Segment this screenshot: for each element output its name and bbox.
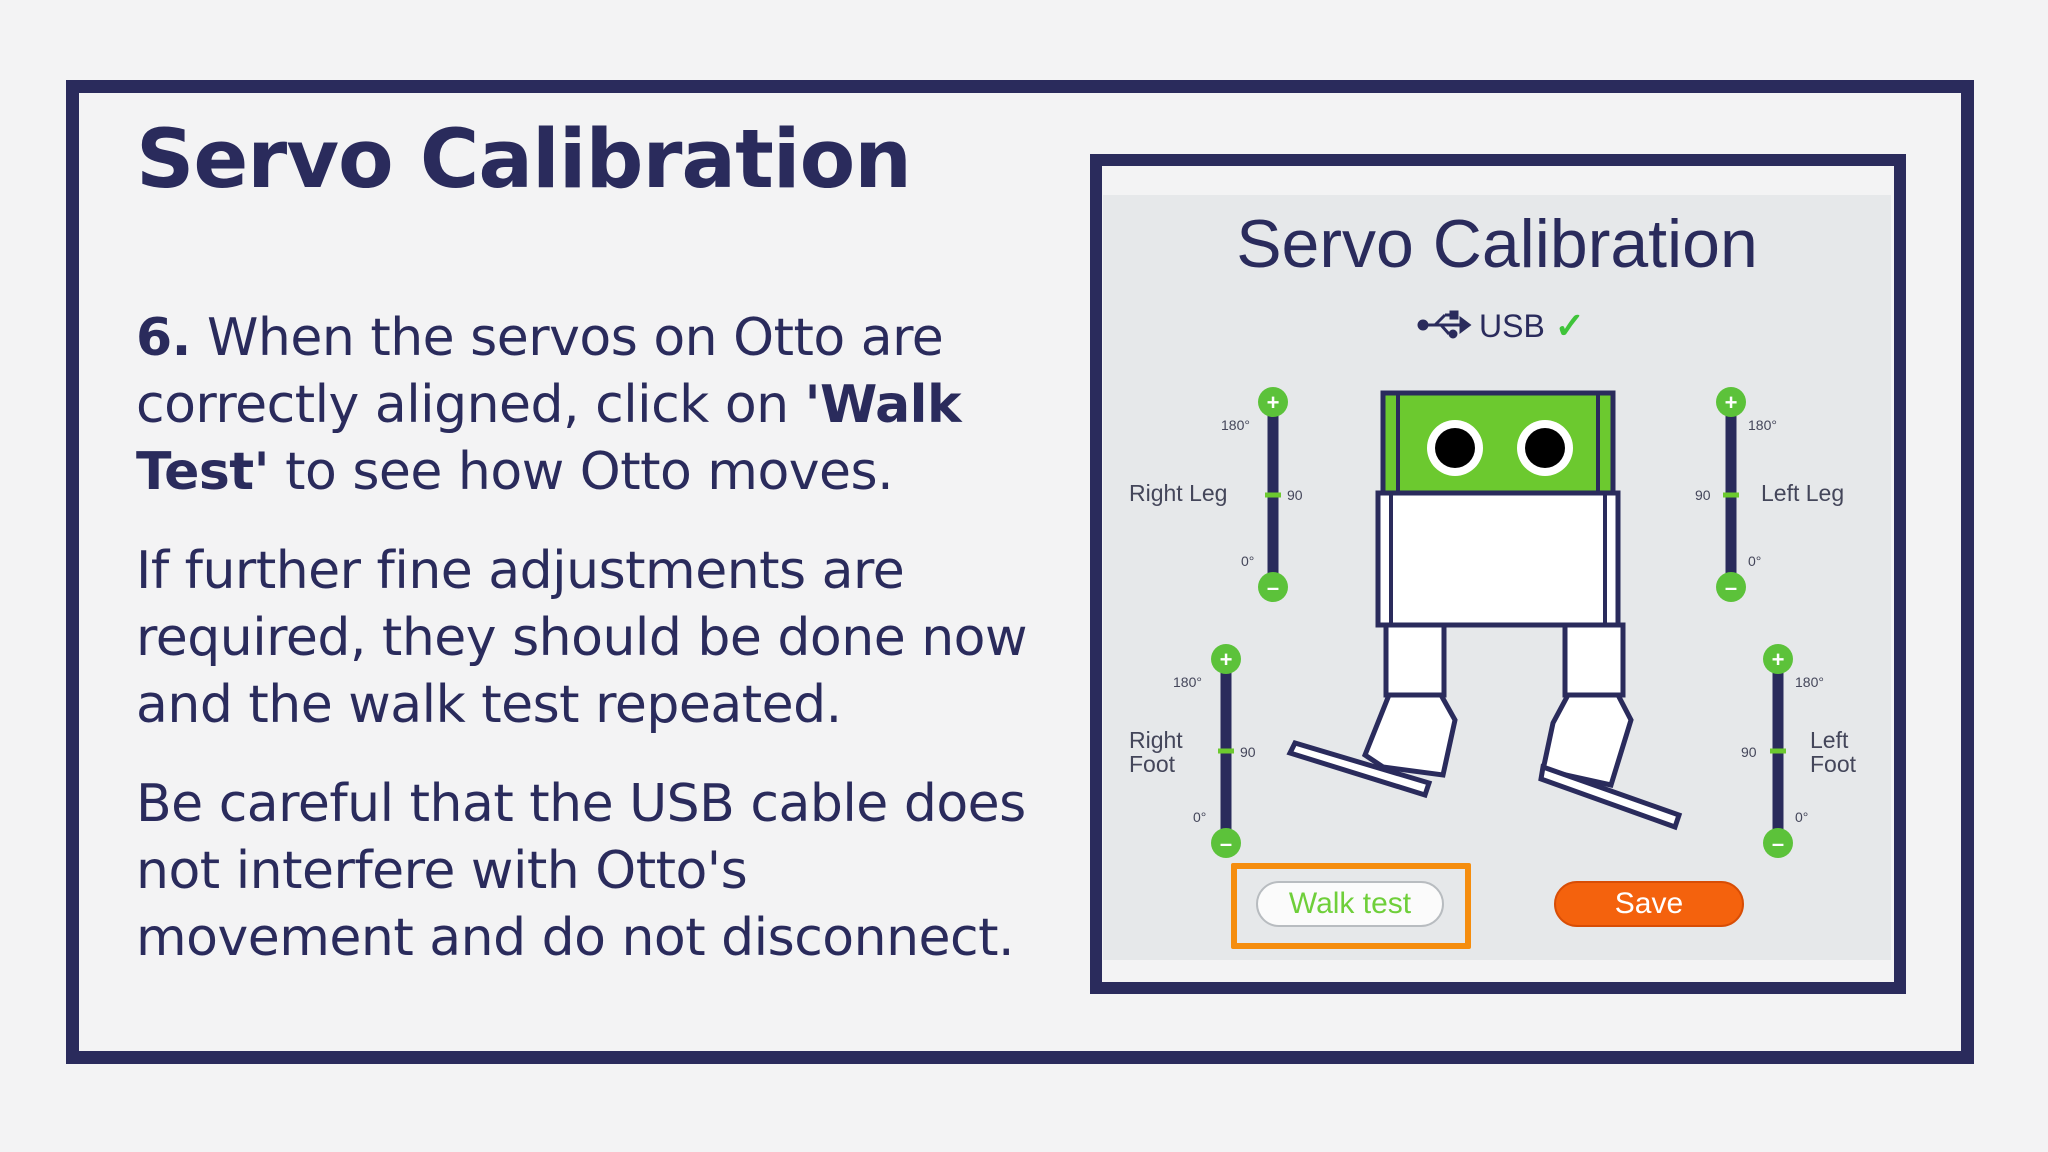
usb-label: USB [1479,307,1545,344]
right-foot-label: Right Foot [1129,728,1183,776]
left-leg-minus-icon[interactable]: – [1725,575,1737,600]
left-foot-label-line1: Left [1810,727,1849,753]
left-leg-max: 180° [1748,417,1777,433]
paragraph-usb-warning: Be careful that the USB cable does not i… [136,774,1026,968]
left-foot-mid: 90 [1741,744,1757,760]
left-foot-min: 0° [1795,809,1809,825]
right-leg-min: 0° [1241,553,1255,569]
slide-frame [66,80,1974,1064]
p1-text-a: When the servos on Otto are correctly al… [136,308,944,435]
right-leg-label: Right Leg [1129,480,1228,506]
slider-right-foot[interactable] [1211,644,1241,858]
right-foot-max: 180° [1173,674,1202,690]
right-foot-minus-icon[interactable]: – [1220,831,1232,856]
left-leg-min: 0° [1748,553,1762,569]
right-leg-minus-icon[interactable]: – [1267,575,1279,600]
p1-text-b: to see how Otto moves. [269,442,894,502]
step-number: 6. [136,308,191,368]
slide-body: 6. When the servos on Otto are correctly… [136,305,1036,1004]
p1-bold: 'Walk Test' [136,375,962,502]
right-leg-max: 180° [1221,417,1250,433]
right-foot-label-line1: Right [1129,727,1183,753]
right-foot-min: 0° [1193,809,1207,825]
walk-test-button[interactable]: Walk test [1256,881,1444,927]
usb-icon [1417,310,1472,339]
left-leg-plus-icon[interactable]: + [1725,390,1738,415]
check-icon: ✓ [1554,305,1585,346]
save-button[interactable]: Save [1554,881,1744,927]
slider-left-leg[interactable] [1716,387,1746,602]
otto-robot [1286,390,1683,831]
left-leg-mid: 90 [1695,487,1711,503]
right-foot-plus-icon[interactable]: + [1220,647,1233,672]
right-leg-plus-icon[interactable]: + [1267,390,1280,415]
slider-right-leg[interactable] [1258,387,1288,602]
app-title: Servo Calibration [1236,206,1758,282]
app-graphics: + – + – + – + – [1211,310,1793,858]
left-foot-minus-icon[interactable]: – [1772,831,1784,856]
walk-test-highlight [1231,863,1471,949]
left-foot-label-line2: Foot [1810,751,1857,777]
right-foot-label-line2: Foot [1129,751,1176,777]
right-leg-mid: 90 [1287,487,1303,503]
left-foot-plus-icon[interactable]: + [1772,647,1785,672]
left-leg-label: Left Leg [1761,480,1845,506]
usb-status: USB ✓ [1421,305,1585,347]
left-foot-label: Left Foot [1810,728,1856,776]
left-foot-max: 180° [1795,674,1824,690]
paragraph-step-6: 6. When the servos on Otto are correctly… [136,305,1036,506]
paragraph-adjustments: If further fine adjustments are required… [136,541,1028,735]
app-screenshot: + – + – + – + – Servo Calibration USB ✓ … [1103,195,1891,960]
slide-title: Servo Calibration [136,113,912,207]
slider-left-foot[interactable] [1763,644,1793,858]
right-foot-mid: 90 [1240,744,1256,760]
